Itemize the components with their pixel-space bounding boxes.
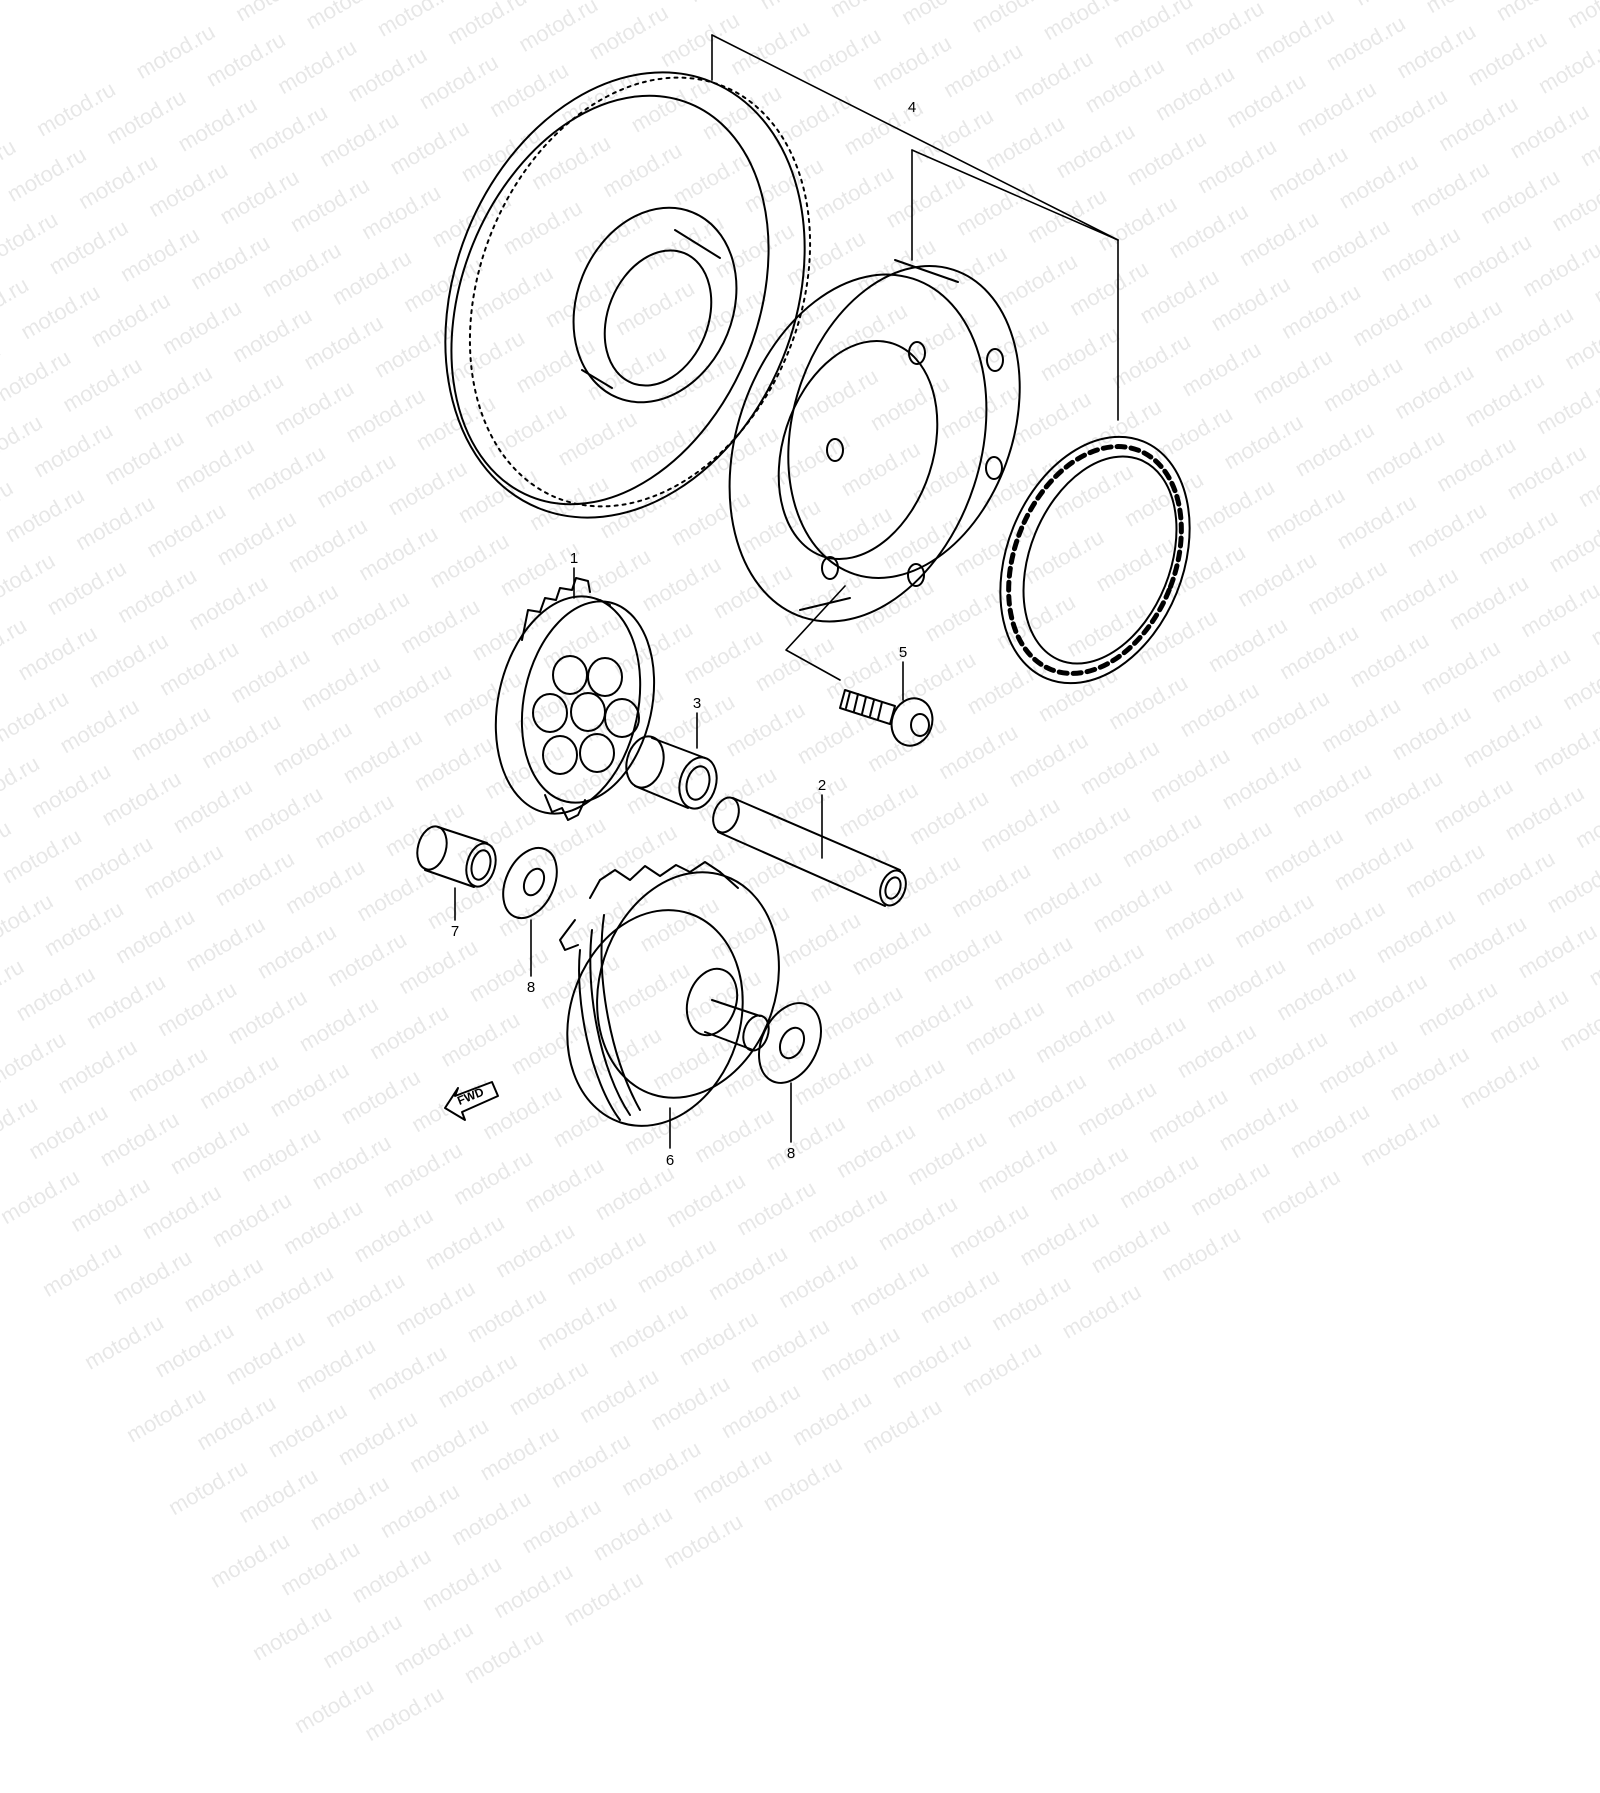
watermark-text: motod.ru — [206, 1528, 294, 1594]
watermark-text: motod.ru — [1157, 1221, 1245, 1287]
callout-3: 3 — [693, 695, 701, 712]
callout-4: 4 — [908, 99, 916, 116]
watermark-text: motod.ru — [290, 1673, 378, 1739]
shaft — [709, 794, 911, 909]
watermark-text: motod.ru — [192, 1390, 280, 1456]
watermark-text: motod.ru — [392, 1275, 480, 1341]
one-way-clutch — [965, 408, 1224, 711]
watermark-text: motod.ru — [633, 1233, 721, 1299]
watermark-text: motod.ru — [958, 1336, 1046, 1402]
watermark-text: motod.ru — [463, 1282, 551, 1348]
watermark-text: motod.ru — [318, 1608, 406, 1674]
watermark-text: motod.ru — [560, 1566, 648, 1632]
starter-clutch-assembly — [540, 848, 807, 1148]
callout-8-upper: 8 — [527, 979, 535, 996]
callout-1: 1 — [570, 550, 578, 567]
watermark-text: motod.ru — [363, 1340, 451, 1406]
watermark-text: motod.ru — [874, 1191, 962, 1257]
watermark-text: motod.ru — [376, 1478, 464, 1544]
watermark-text: motod.ru — [1057, 1279, 1145, 1345]
watermark-text: motod.ru — [646, 1370, 734, 1436]
watermark-text: motod.ru — [659, 1509, 747, 1575]
watermark-text: motod.ru — [164, 1455, 252, 1521]
watermark-text: motod.ru — [562, 1225, 650, 1291]
watermark-text: motod.ru — [421, 1210, 509, 1276]
watermark-text: motod.ru — [547, 1428, 635, 1494]
watermark-text: motod.ru — [321, 1267, 409, 1333]
fwd-arrow: FWD — [445, 1082, 498, 1120]
watermark-text: motod.ru — [390, 1616, 478, 1682]
watermark-text: motod.ru — [518, 1493, 606, 1559]
watermark-text: motod.ru — [575, 1363, 663, 1429]
watermark-text: motod.ru — [717, 1378, 805, 1444]
callout-2: 2 — [818, 777, 826, 794]
watermark-text: motod.ru — [80, 1309, 168, 1375]
watermark-text: motod.ru — [334, 1405, 422, 1471]
watermark-text: motod.ru — [533, 1290, 621, 1356]
watermark-text: motod.ru — [180, 1252, 268, 1318]
callout-6: 6 — [666, 1152, 674, 1169]
watermark-text: motod.ru — [1015, 1206, 1103, 1272]
bushing-3 — [621, 732, 722, 813]
watermark-text: motod.ru — [489, 1558, 577, 1624]
watermark-text: motod.ru — [279, 1194, 367, 1260]
callout-numbers: 1 2 3 4 5 6 7 8 8 — [451, 99, 916, 1169]
watermark-text: motod.ru — [888, 1328, 976, 1394]
watermark-text: motod.ru — [746, 1313, 834, 1379]
watermark-text: motod.ru — [292, 1333, 380, 1399]
watermark-text: motod.ru — [945, 1198, 1033, 1264]
watermark-text: motod.ru — [1087, 1213, 1175, 1279]
watermark-text: motod.ru — [248, 1600, 336, 1666]
watermark-text: motod.ru — [150, 1317, 238, 1383]
watermark-text: motod.ru — [234, 1463, 322, 1529]
watermark-text: motod.ru — [276, 1536, 364, 1602]
watermark-text: motod.ru — [688, 1443, 776, 1509]
watermark-text: motod.ru — [264, 1397, 352, 1463]
watermark-text: motod.ru — [250, 1260, 338, 1326]
watermark-text: motod.ru — [846, 1255, 934, 1321]
callout-8-lower: 8 — [787, 1145, 795, 1162]
watermark-text: motod.ru — [759, 1451, 847, 1517]
watermark-text: motod.ru — [418, 1551, 506, 1617]
watermark-text: motod.ru — [505, 1355, 593, 1421]
callout-5: 5 — [899, 644, 907, 661]
watermark-text: motod.ru — [589, 1501, 677, 1567]
watermark-text: motod.ru — [916, 1263, 1004, 1329]
watermark-text: motod.ru — [987, 1271, 1075, 1337]
watermark-text: motod.ru — [617, 1436, 705, 1502]
bushing-7 — [413, 823, 500, 890]
watermark-text: motod.ru — [604, 1298, 692, 1364]
watermark-text: motod.ru — [858, 1394, 946, 1460]
watermark-text: motod.ru — [447, 1485, 535, 1551]
watermark-text: motod.ru — [774, 1248, 862, 1314]
watermark-text: motod.ru — [306, 1470, 394, 1536]
washer-lower — [747, 993, 833, 1093]
bolt — [840, 690, 938, 751]
washer-upper — [493, 839, 568, 926]
watermark-text: motod.ru — [350, 1202, 438, 1268]
watermark-text: motod.ru — [675, 1306, 763, 1372]
watermark-text: motod.ru — [405, 1413, 493, 1479]
watermark-text: motod.ru — [816, 1321, 904, 1387]
watermark-text: motod.ru — [108, 1245, 196, 1311]
diagram-svg: FWD 1 2 3 4 5 6 7 8 8 — [0, 0, 1600, 1200]
watermark-text: motod.ru — [122, 1382, 210, 1448]
driven-gear — [381, 18, 871, 572]
callout-7: 7 — [451, 923, 459, 940]
assembly-bracket — [712, 35, 1118, 420]
watermark-text: motod.ru — [38, 1237, 126, 1303]
leader-lines — [455, 568, 903, 1148]
watermark-text: motod.ru — [460, 1624, 548, 1690]
watermark-text: motod.ru — [434, 1348, 522, 1414]
watermark-text: motod.ru — [476, 1421, 564, 1487]
watermark-text: motod.ru — [788, 1386, 876, 1452]
watermark-text: motod.ru — [360, 1681, 448, 1747]
watermark-text: motod.ru — [491, 1218, 579, 1284]
watermark-text: motod.ru — [348, 1543, 436, 1609]
watermark-text: motod.ru — [222, 1325, 310, 1391]
watermark-text: motod.ru — [704, 1240, 792, 1306]
